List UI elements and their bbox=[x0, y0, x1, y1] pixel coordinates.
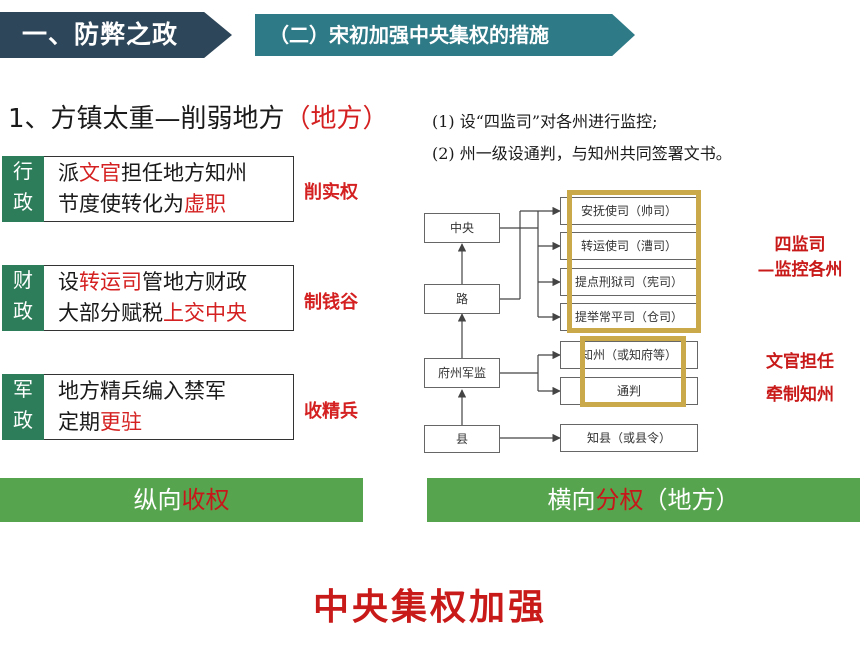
section-tab-sub: （二）宋初加强中央集权的措施 bbox=[255, 14, 635, 56]
node-anfu: 安抚使司（帅司） bbox=[560, 197, 698, 225]
side-note-admin: 削实权 bbox=[304, 182, 358, 203]
bar-horizontal-power: 横向分权（地方） bbox=[427, 478, 860, 522]
note-1: (1) 设“四监司”对各州进行监控; bbox=[432, 112, 658, 131]
conclusion-title: 中央集权加强 bbox=[312, 586, 547, 628]
bar-text: 横向 bbox=[547, 486, 596, 514]
label-char: 政 bbox=[13, 408, 33, 432]
right-note-wenguan-2: 牵制知州 bbox=[766, 385, 834, 405]
section-tab-main: 一、防弊之政 bbox=[0, 12, 232, 58]
bar-highlight: 收权 bbox=[181, 486, 230, 514]
text-highlight: 虚职 bbox=[184, 192, 226, 216]
slide-heading: 1、方镇太重—削弱地方（地方） bbox=[8, 98, 389, 135]
node-fuzhou: 府州军监 bbox=[424, 358, 500, 388]
text-part: 担任地方知州 bbox=[121, 161, 247, 185]
text-highlight: 更驻 bbox=[100, 410, 142, 434]
text-part: 地方精兵编入禁军 bbox=[58, 379, 226, 403]
policy-label-military: 军 政 bbox=[2, 374, 44, 440]
text-part: 大部分赋税 bbox=[58, 301, 163, 325]
text-part: 管地方财政 bbox=[142, 270, 247, 294]
policy-text-military: 地方精兵编入禁军 定期更驻 bbox=[58, 376, 294, 438]
text-part: 定期 bbox=[58, 410, 100, 434]
label-char: 军 bbox=[13, 377, 33, 401]
text-part: 设 bbox=[58, 270, 79, 294]
text-highlight: 转运司 bbox=[79, 270, 142, 294]
bar-text: （地方） bbox=[643, 486, 740, 514]
node-zhuanyun: 转运使司（漕司） bbox=[560, 232, 698, 260]
right-note-jiansi-2: —监控各州 bbox=[757, 260, 843, 280]
bar-vertical-power: 纵向收权 bbox=[0, 478, 363, 522]
node-central: 中央 bbox=[424, 213, 500, 243]
text-highlight: 上交中央 bbox=[163, 301, 247, 325]
right-note-wenguan-1: 文官担任 bbox=[766, 352, 834, 372]
note-2: (2) 州一级设通判，与知州共同签署文书。 bbox=[432, 144, 732, 163]
label-char: 政 bbox=[13, 299, 33, 323]
label-char: 行 bbox=[13, 159, 33, 183]
side-note-finance: 制钱谷 bbox=[304, 292, 358, 313]
node-zhixian: 知县（或县令） bbox=[560, 424, 698, 452]
node-xian: 县 bbox=[424, 425, 500, 453]
node-tiju: 提举常平司（仓司） bbox=[560, 303, 698, 331]
heading-red: （地方） bbox=[284, 104, 389, 134]
label-char: 政 bbox=[13, 190, 33, 214]
heading-main: 1、方镇太重—削弱地方 bbox=[8, 104, 285, 134]
policy-text-admin: 派文官担任地方知州 节度使转化为虚职 bbox=[58, 158, 294, 220]
highlight-frame-zhou bbox=[580, 336, 686, 407]
highlight-frame-jiansi bbox=[567, 190, 701, 333]
right-note-jiansi-1: 四监司 bbox=[774, 235, 826, 255]
bar-text: 纵向 bbox=[133, 486, 182, 514]
node-tidian: 提点刑狱司（宪司） bbox=[560, 268, 698, 296]
text-highlight: 文官 bbox=[79, 161, 121, 185]
policy-label-admin: 行 政 bbox=[2, 156, 44, 222]
policy-text-finance: 设转运司管地方财政 大部分赋税上交中央 bbox=[58, 267, 294, 329]
side-note-military: 收精兵 bbox=[304, 401, 358, 422]
node-lu: 路 bbox=[424, 284, 500, 314]
text-part: 节度使转化为 bbox=[58, 192, 184, 216]
policy-label-finance: 财 政 bbox=[2, 265, 44, 331]
bar-highlight: 分权 bbox=[595, 486, 644, 514]
label-char: 财 bbox=[13, 268, 33, 292]
text-part: 派 bbox=[58, 161, 79, 185]
